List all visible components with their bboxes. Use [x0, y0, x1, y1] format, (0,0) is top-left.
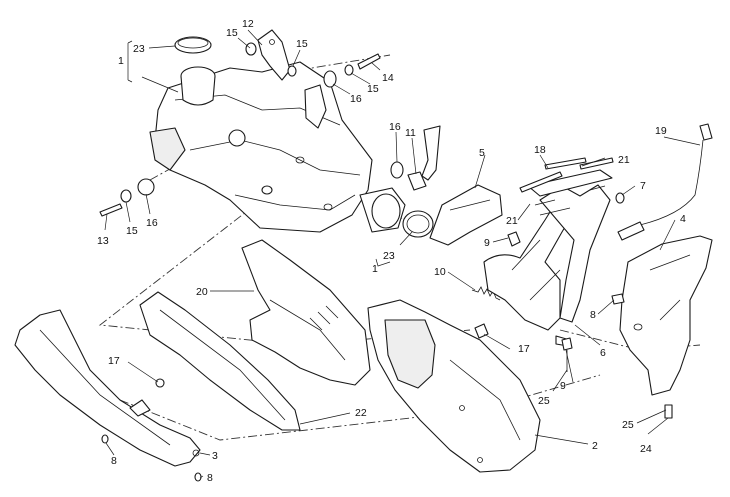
callout-16: 16 — [146, 217, 158, 229]
fasteners — [99, 42, 441, 217]
gaskets — [519, 157, 614, 193]
callout-23: 23 — [383, 250, 395, 262]
callout-9: 9 — [560, 380, 566, 392]
heat-shield-20 — [241, 239, 371, 386]
callout-1: 1 — [118, 55, 124, 67]
leader-lines — [104, 29, 701, 479]
callout-8: 8 — [207, 472, 213, 484]
exhaust-header-pipes — [483, 169, 613, 347]
callout-16: 16 — [350, 93, 362, 105]
callout-21: 21 — [618, 154, 630, 166]
callout-6: 6 — [600, 347, 606, 359]
spring — [471, 286, 501, 301]
callout-15: 15 — [126, 225, 138, 237]
callout-23: 23 — [133, 43, 145, 55]
callout-2: 2 — [592, 440, 598, 452]
lambda-sensor — [617, 123, 713, 241]
callout-24: 24 — [640, 443, 652, 455]
callout-17: 17 — [518, 343, 530, 355]
callout-13: 13 — [97, 235, 109, 247]
bolt-7 — [615, 192, 625, 204]
clamp-ring-top — [174, 36, 212, 54]
callout-16: 16 — [389, 121, 401, 133]
callout-3: 3 — [212, 450, 218, 462]
clip-9 — [507, 231, 521, 247]
mounting-bracket — [257, 29, 291, 81]
lower-fairing-3 — [14, 309, 201, 467]
callout-5: 5 — [479, 147, 485, 159]
callout-15: 15 — [226, 27, 238, 39]
callout-18: 18 — [534, 144, 546, 156]
callout-8: 8 — [111, 455, 117, 467]
heat-shield-4 — [611, 235, 713, 396]
callout-7: 7 — [640, 180, 646, 192]
callout-10: 10 — [434, 266, 446, 278]
lower-shield-2 — [367, 299, 541, 473]
callout-19: 19 — [655, 125, 667, 137]
callout-25: 25 — [538, 395, 550, 407]
callout-8: 8 — [590, 309, 596, 321]
heat-shield-22 — [139, 291, 301, 431]
callout-15: 15 — [296, 38, 308, 50]
hardware-right — [561, 337, 673, 419]
callout-1: 1 — [372, 263, 378, 275]
heat-shield-5 — [429, 184, 503, 246]
callout-25: 25 — [622, 419, 634, 431]
callout-22: 22 — [355, 407, 367, 419]
callout-9: 9 — [484, 237, 490, 249]
callout-17: 17 — [108, 355, 120, 367]
clamp-ring-bottom — [402, 210, 434, 238]
callout-12: 12 — [242, 18, 254, 30]
callout-11: 11 — [405, 127, 416, 139]
callout-4: 4 — [680, 213, 686, 225]
silencer-body — [149, 61, 406, 233]
callout-labels: 1 23 12 15 15 14 15 16 13 15 16 16 11 5 … — [97, 18, 686, 484]
callout-20: 20 — [196, 286, 208, 298]
callout-14: 14 — [382, 72, 394, 84]
callout-21: 21 — [506, 215, 518, 227]
callout-15: 15 — [367, 83, 379, 95]
